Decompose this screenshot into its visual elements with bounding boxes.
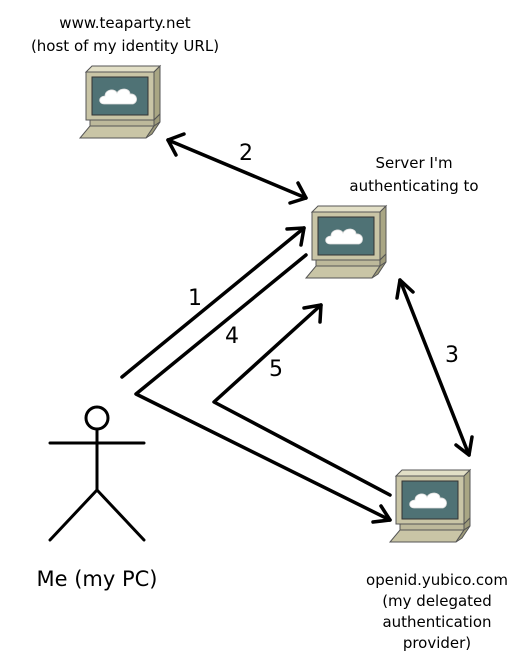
computer-icon [79, 65, 161, 139]
arrow-step-4 [134, 253, 392, 524]
step-label-2: 2 [239, 141, 253, 166]
computer-icon [389, 469, 471, 543]
step-label-5: 5 [269, 357, 283, 382]
identity-host-name: www.teaparty.net [59, 14, 191, 32]
provider-label-line3: authentication [382, 613, 491, 631]
arrow-step-5 [212, 303, 392, 497]
computer-icon [305, 205, 387, 279]
step-label-3: 3 [445, 343, 459, 368]
step-label-4: 4 [225, 324, 239, 349]
arrow-step-2 [166, 132, 308, 205]
provider-label-line2: (my delegated [382, 592, 492, 610]
me-label: Me (my PC) [37, 567, 158, 591]
server-label-line1: Server I'm [375, 154, 452, 172]
server-label-line2: authenticating to [349, 177, 478, 195]
person-icon [48, 405, 146, 542]
provider-name: openid.yubico.com [366, 571, 508, 589]
identity-host-description: (host of my identity URL) [31, 37, 219, 55]
step-label-1: 1 [188, 286, 202, 311]
arrow-step-1 [120, 226, 306, 379]
provider-label-line4: provider) [403, 634, 471, 652]
arrow-step-3 [395, 278, 474, 457]
